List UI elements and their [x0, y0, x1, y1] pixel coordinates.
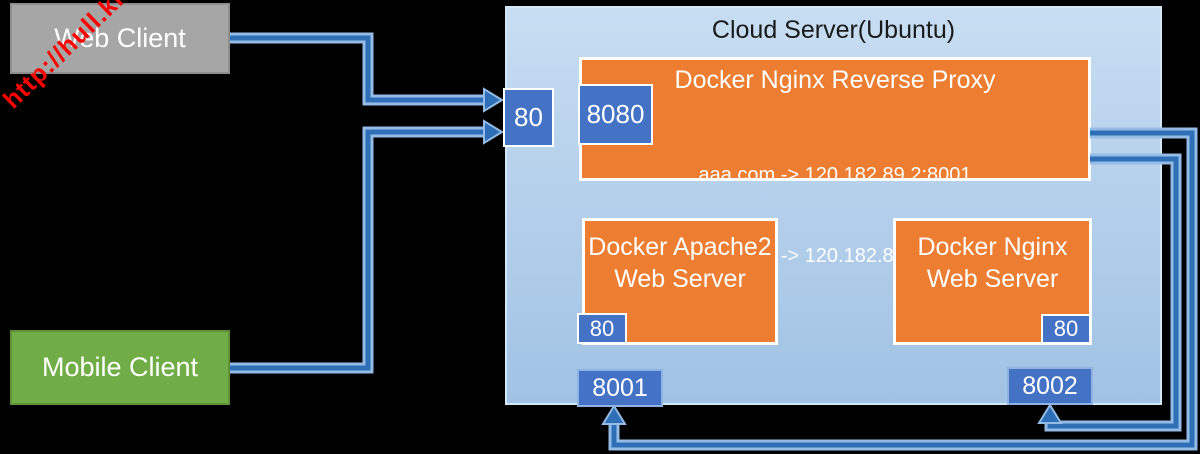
arrowhead-right-web [483, 87, 504, 113]
arrowhead-up-8002 [1037, 403, 1063, 424]
connector-proxy-to-port8002 [1037, 153, 1182, 432]
mobile-client-box: Mobile Client [10, 330, 230, 405]
web-client-label: Web Client [54, 23, 186, 53]
arrowhead-up-8001 [601, 404, 627, 425]
nginx-title-line2: Web Server [926, 265, 1059, 293]
web-client-box: Web Client [10, 3, 230, 74]
proxy-rule-aaa: aaa.com -> 120.182.89.2:8001 [698, 164, 972, 186]
arrowhead-right-mobile [483, 119, 504, 145]
connector-mobile-client-to-port80 [230, 119, 504, 374]
nginx-port-80-badge: 80 [1041, 314, 1091, 344]
nginx-title-line1: Docker Nginx [917, 233, 1068, 261]
cloud-server-title: Cloud Server(Ubuntu) [711, 16, 956, 44]
mobile-client-label: Mobile Client [41, 352, 199, 382]
apache-title-line2: Web Server [614, 265, 746, 293]
connector-proxy-to-port8001 [601, 127, 1198, 451]
cloud-port-80-badge: 80 [503, 88, 554, 147]
reverse-proxy-box: Docker Nginx Reverse Proxy aaa.com -> 12… [579, 57, 1091, 267]
proxy-port-8080-badge: 8080 [578, 84, 653, 145]
apache-title-line1: Docker Apache2 [588, 233, 772, 261]
host-port-8001-badge: 8001 [577, 369, 663, 407]
reverse-proxy-title: Docker Nginx Reverse Proxy [674, 66, 996, 94]
apache-port-80-badge: 80 [577, 313, 627, 344]
connector-web-client-to-port80 [230, 32, 504, 113]
host-port-8002-badge: 8002 [1007, 367, 1093, 405]
